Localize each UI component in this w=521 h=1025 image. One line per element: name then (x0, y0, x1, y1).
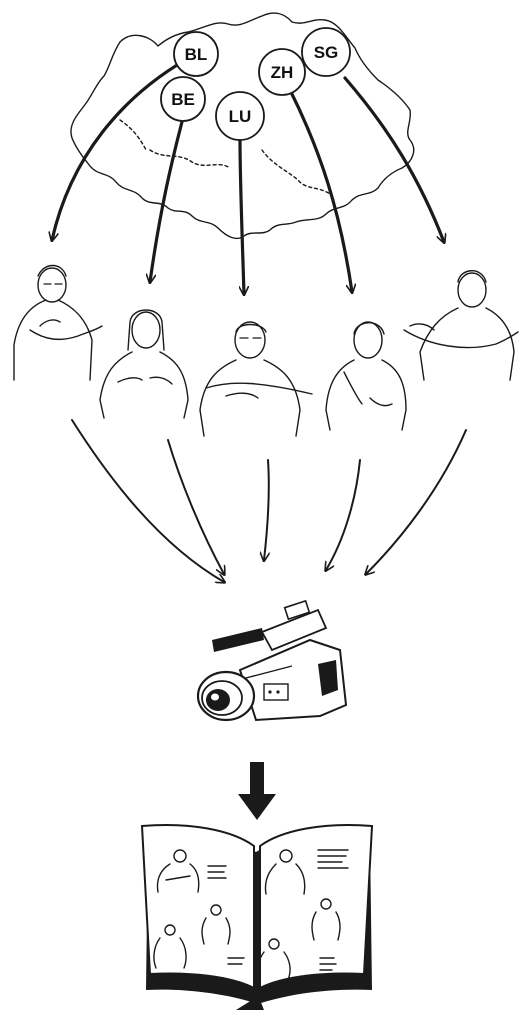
arrow-zh-signer-4 (290, 90, 352, 292)
region-lu: LU (216, 92, 264, 140)
region-zh-label: ZH (271, 63, 294, 82)
signer-to-camera-arrows (72, 420, 466, 582)
signer-1 (14, 266, 102, 381)
down-arrow-icon (238, 762, 276, 820)
region-sg-label: SG (314, 43, 339, 62)
arrow-signer-5-camera (366, 430, 466, 574)
arrow-sg-signer-5 (345, 78, 444, 242)
signer-3 (200, 322, 312, 436)
region-zh: ZH (259, 49, 305, 95)
region-circles: BL BE LU ZH SG (161, 28, 350, 140)
region-sg: SG (302, 28, 350, 76)
region-to-signer-arrows (52, 54, 444, 294)
open-book-icon (142, 825, 372, 1010)
signer-5 (404, 271, 518, 380)
region-lu-label: LU (229, 107, 252, 126)
signer-2 (100, 310, 188, 418)
region-bl-label: BL (185, 45, 208, 64)
signer-4 (326, 322, 406, 430)
arrow-lu-signer-3 (240, 140, 244, 294)
region-bl: BL (174, 32, 218, 76)
arrow-signer-4-camera (326, 460, 360, 570)
video-camera-icon (198, 601, 346, 720)
arrow-signer-1-camera (72, 420, 224, 582)
arrow-signer-3-camera (264, 460, 269, 560)
arrow-be-signer-2 (150, 118, 183, 282)
arrow-signer-2-camera (168, 440, 224, 574)
region-be: BE (161, 77, 205, 121)
region-be-label: BE (171, 90, 195, 109)
